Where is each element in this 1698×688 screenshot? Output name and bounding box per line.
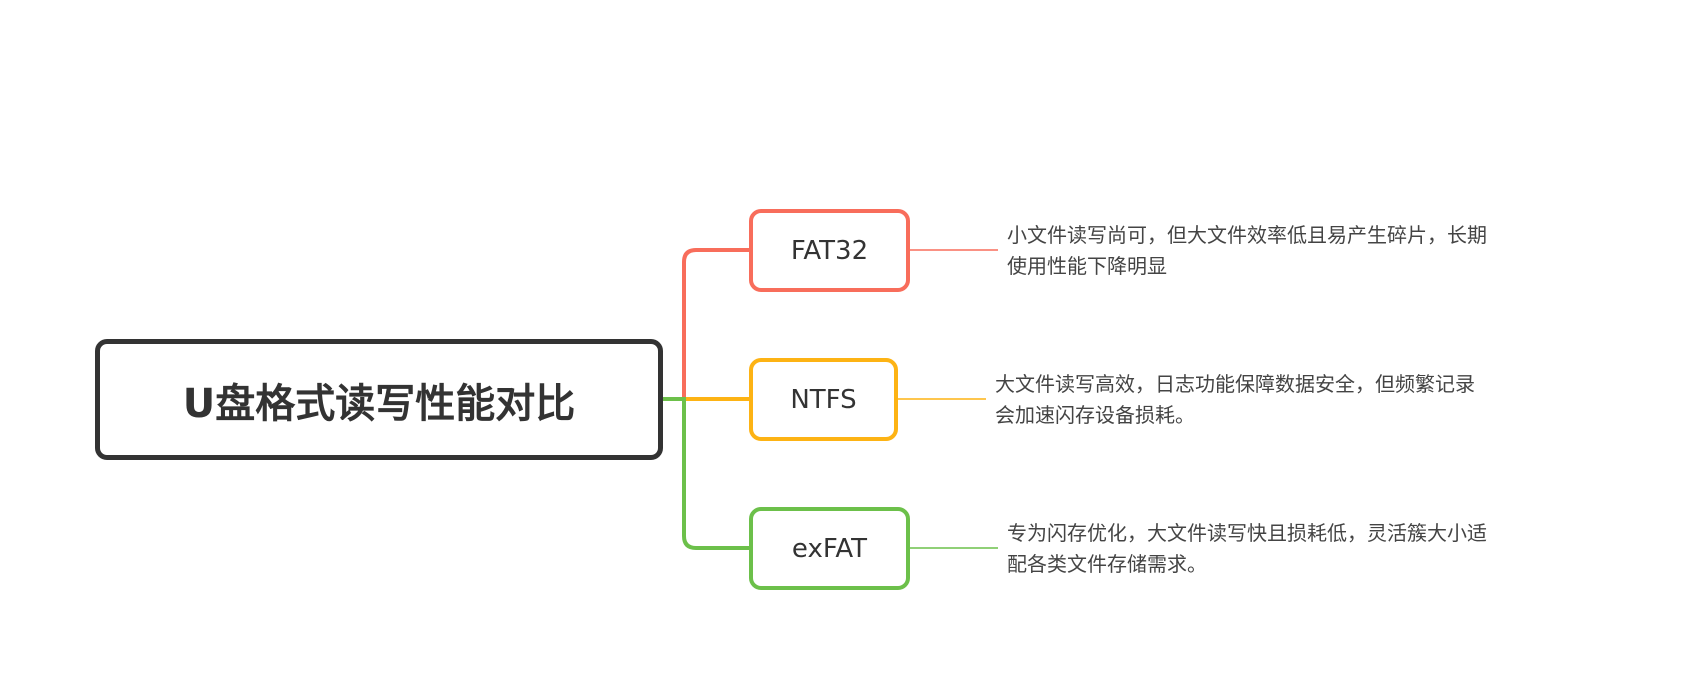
topic-ntfs-label: NTFS	[790, 384, 857, 415]
root-topic-label: U盘格式读写性能对比	[182, 380, 576, 427]
link-root-exfat	[663, 397, 749, 550]
topic-fat32-label: FAT32	[790, 235, 869, 266]
fat32-description[interactable]: 小文件读写尚可，但大文件效率低且易产生碎片，长期使用性能下降明显	[1007, 223, 1487, 278]
root-topic[interactable]: U盘格式读写性能对比	[95, 339, 663, 460]
topic-exfat[interactable]: exFAT	[749, 507, 910, 590]
ntfs-description[interactable]: 大文件读写高效，日志功能保障数据安全，但频繁记录会加速闪存设备损耗。	[995, 372, 1475, 427]
topic-exfat-label: exFAT	[791, 533, 868, 564]
link-root-fat32	[663, 248, 749, 401]
topic-fat32[interactable]: FAT32	[749, 209, 910, 292]
topic-ntfs[interactable]: NTFS	[749, 358, 898, 441]
exfat-description[interactable]: 专为闪存优化，大文件读写快且损耗低，灵活簇大小适配各类文件存储需求。	[1007, 521, 1487, 576]
